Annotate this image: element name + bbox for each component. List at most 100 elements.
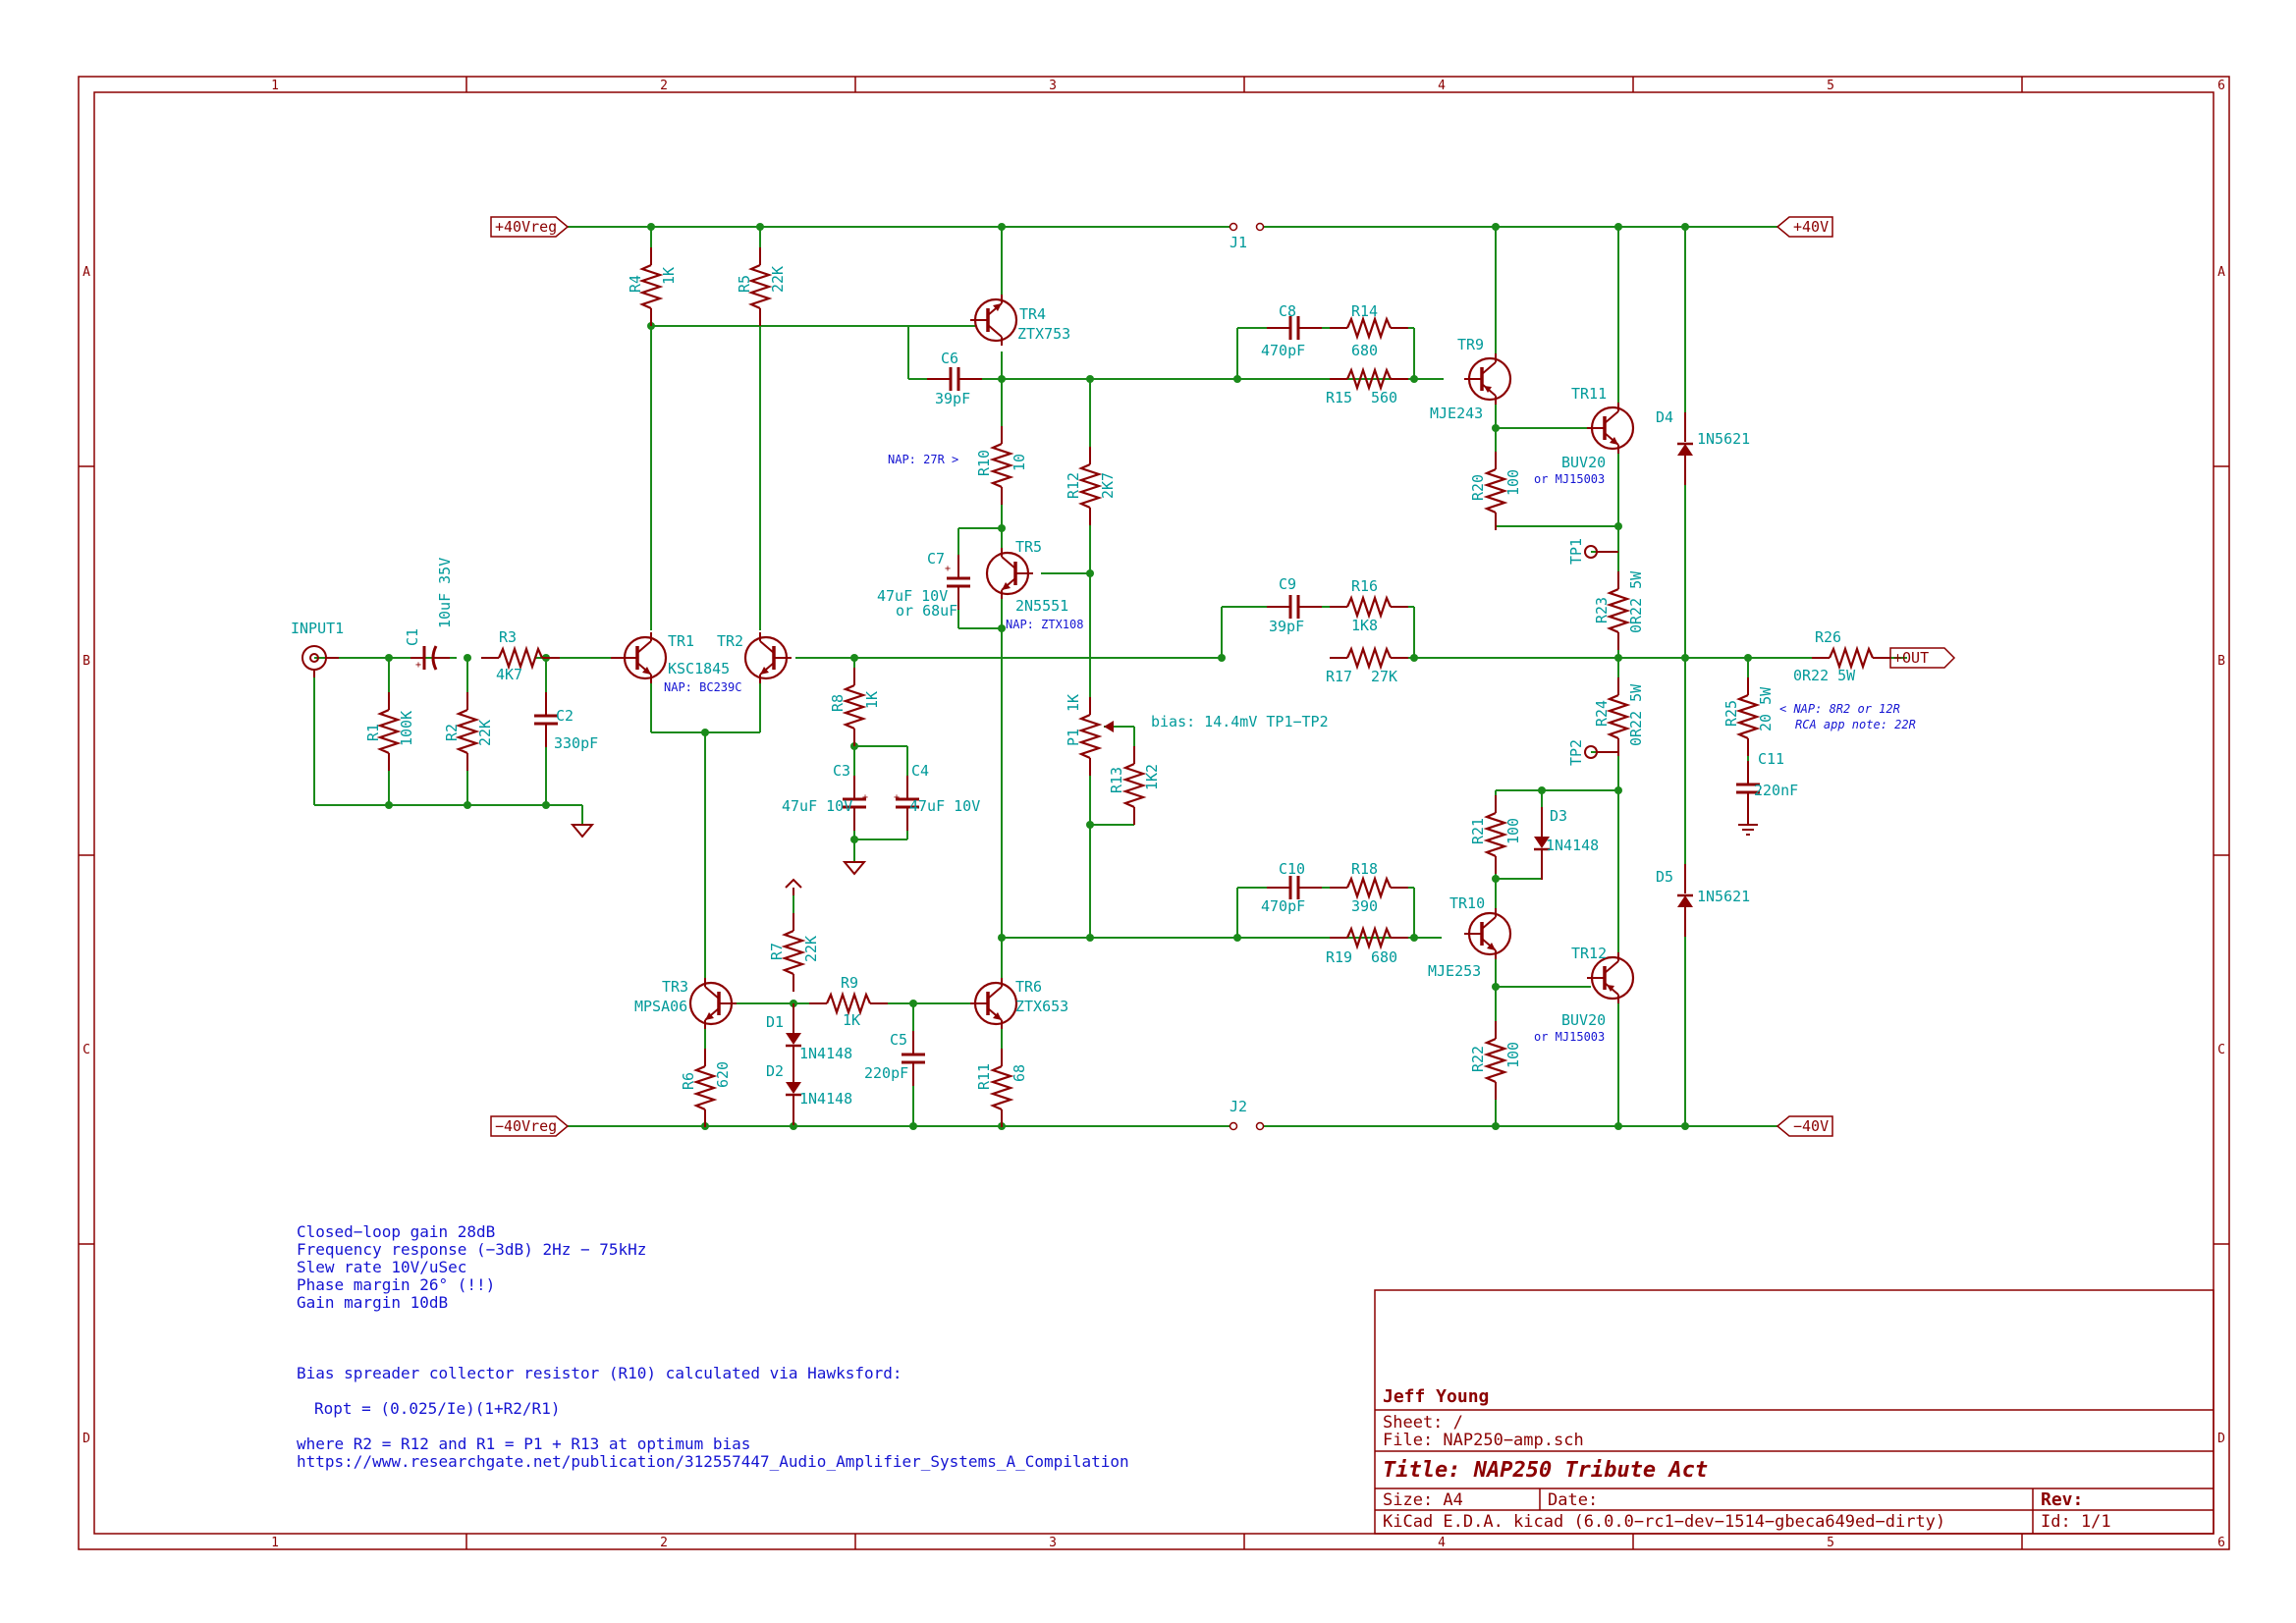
svg-text:1N4148: 1N4148 <box>1546 837 1599 854</box>
svg-text:4K7: 4K7 <box>496 666 522 683</box>
svg-text:2N5551: 2N5551 <box>1015 597 1068 615</box>
svg-text:C1: C1 <box>404 628 421 646</box>
svg-text:C7: C7 <box>927 550 945 568</box>
svg-text:R13: R13 <box>1108 767 1125 793</box>
col-label: 4 <box>1438 79 1446 93</box>
svg-text:1K8: 1K8 <box>1351 617 1378 634</box>
svg-text:C9: C9 <box>1279 575 1296 593</box>
svg-text:Closed−loop gain 28dB: Closed−loop gain 28dB <box>297 1222 495 1241</box>
tb-file: File: NAP250−amp.sch <box>1383 1431 1584 1450</box>
col-label: 6 <box>2217 1536 2225 1550</box>
svg-text:1N4148: 1N4148 <box>799 1045 852 1062</box>
svg-text:1K: 1K <box>863 691 881 709</box>
svg-text:ZTX653: ZTX653 <box>1015 998 1068 1015</box>
svg-text:https://www.researchgate.net/p: https://www.researchgate.net/publication… <box>297 1452 1129 1471</box>
hawksford-notes: Bias spreader collector resistor (R10) c… <box>297 1364 1129 1471</box>
svg-text:390: 390 <box>1351 897 1378 915</box>
resistor-r21: R21 100 <box>1469 793 1522 876</box>
svg-text:R19: R19 <box>1326 948 1352 966</box>
svg-text:0R22 5W: 0R22 5W <box>1627 570 1645 633</box>
ground-symbol <box>842 861 867 876</box>
capacitor-c8: C8 470pF <box>1261 302 1324 359</box>
svg-text:+: + <box>415 660 421 671</box>
svg-text:330pF: 330pF <box>554 734 598 752</box>
svg-text:R2: R2 <box>443 724 461 741</box>
svg-text:470pF: 470pF <box>1261 897 1305 915</box>
svg-text:27K: 27K <box>1371 668 1397 685</box>
svg-text:560: 560 <box>1371 389 1397 406</box>
svg-text:C4: C4 <box>911 762 929 780</box>
svg-text:TR4: TR4 <box>1019 305 1046 323</box>
net-label-plus40v: +40V <box>1776 216 1833 238</box>
title-block: Jeff Young Sheet: / File: NAP250−amp.sch… <box>1374 1289 2214 1535</box>
resistor-r24: R24 0R22 5W <box>1593 676 1645 758</box>
col-label: 2 <box>660 1536 668 1550</box>
svg-text:1K: 1K <box>660 267 678 285</box>
tb-author: Jeff Young <box>1383 1386 1489 1407</box>
svg-text:TR1: TR1 <box>668 632 694 650</box>
resistor-r2: R2 22K <box>443 690 494 773</box>
col-label: 1 <box>271 79 279 93</box>
svg-text:+: + <box>894 792 900 803</box>
svg-text:680: 680 <box>1371 948 1397 966</box>
svg-text:R26: R26 <box>1815 628 1841 646</box>
tb-size: Size: A4 <box>1383 1490 1463 1510</box>
svg-text:TR5: TR5 <box>1015 538 1042 556</box>
svg-text:NAP: BC239C: NAP: BC239C <box>664 680 741 694</box>
svg-text:C2: C2 <box>556 707 574 725</box>
svg-text:BUV20: BUV20 <box>1561 1011 1606 1029</box>
svg-text:+OUT: +OUT <box>1893 649 1929 667</box>
svg-text:J2: J2 <box>1230 1098 1247 1115</box>
svg-text:1K: 1K <box>1065 694 1082 712</box>
row-label: C <box>82 1043 90 1057</box>
svg-text:Gain margin 10dB: Gain margin 10dB <box>297 1293 448 1312</box>
svg-text:R5: R5 <box>736 275 753 293</box>
svg-text:R17: R17 <box>1326 668 1352 685</box>
svg-text:TR11: TR11 <box>1571 385 1607 403</box>
jumper-j2: J2 <box>1229 1098 1265 1131</box>
col-label: 1 <box>271 1536 279 1550</box>
transistor-tr12: TR12 BUV20 or MJ15003 <box>1534 945 1635 1044</box>
svg-text:NAP: ZTX108: NAP: ZTX108 <box>1006 618 1083 631</box>
frame-column-labels: 1 2 3 4 5 6 1 2 3 4 5 6 <box>271 79 2225 1550</box>
svg-text:R11: R11 <box>975 1063 993 1090</box>
svg-text:47uF 10V: 47uF 10V <box>877 587 948 605</box>
svg-text:470pF: 470pF <box>1261 342 1305 359</box>
svg-text:R4: R4 <box>627 275 644 293</box>
svg-text:22K: 22K <box>476 720 494 746</box>
resistor-r26: R26 0R22 5W <box>1748 628 1892 684</box>
svg-text:BUV20: BUV20 <box>1561 454 1606 471</box>
svg-text:1N4148: 1N4148 <box>799 1090 852 1108</box>
jumper-j1: J1 <box>1229 222 1265 251</box>
svg-text:100: 100 <box>1504 818 1522 844</box>
resistor-r4: R4 1K <box>627 245 678 328</box>
svg-text:C3: C3 <box>833 762 850 780</box>
svg-text:47uF 10V: 47uF 10V <box>782 797 852 815</box>
resistor-r7: R7 22K <box>768 911 820 994</box>
svg-text:100: 100 <box>1504 1042 1522 1068</box>
svg-text:Ropt = (0.025/Ie)(1+R2/R1): Ropt = (0.025/Ie)(1+R2/R1) <box>314 1399 560 1418</box>
drawing-frame <box>78 76 2230 1550</box>
svg-text:P1: P1 <box>1065 729 1082 746</box>
diode-d2: D2 1N4148 <box>766 1051 852 1127</box>
svg-text:RCA app note: 22R: RCA app note: 22R <box>1795 718 1916 731</box>
svg-text:2K7: 2K7 <box>1099 472 1117 499</box>
resistor-r11: R11 68 <box>975 1047 1028 1129</box>
svg-text:NAP: 27R >: NAP: 27R > <box>888 453 958 466</box>
tb-tool: KiCad E.D.A. kicad (6.0.0−rc1−dev−1514−g… <box>1383 1512 1945 1532</box>
svg-text:C6: C6 <box>941 350 958 367</box>
svg-text:10: 10 <box>1011 454 1028 471</box>
resistor-r1: R1 100K <box>364 690 415 773</box>
svg-text:TR3: TR3 <box>662 978 688 996</box>
row-label: C <box>2217 1043 2225 1057</box>
resistor-r15: R15 560 <box>1326 368 1410 406</box>
tb-id: Id: 1/1 <box>2041 1512 2111 1532</box>
net-label-plus40vreg: +40Vreg <box>490 216 570 238</box>
test-point-tp1: TP1 <box>1567 538 1618 565</box>
resistor-r20: R20 100 <box>1469 450 1522 532</box>
capacitor-c4: + C4 47uF 10V <box>894 762 980 833</box>
svg-text:TP1: TP1 <box>1567 538 1585 565</box>
svg-text:39pF: 39pF <box>1269 618 1304 635</box>
svg-text:1N5621: 1N5621 <box>1697 888 1750 905</box>
svg-text:R12: R12 <box>1065 472 1082 499</box>
